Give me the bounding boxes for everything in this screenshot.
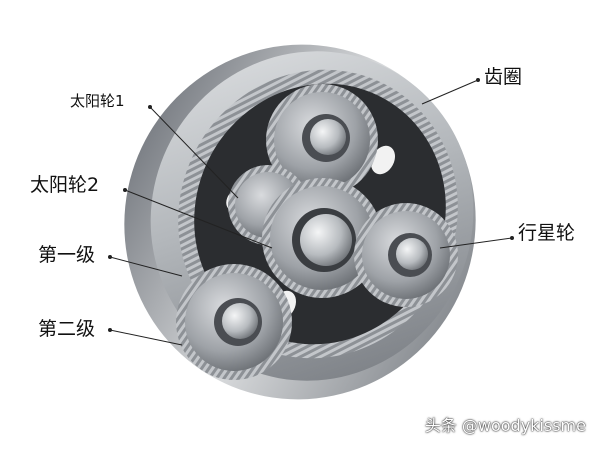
leader-planet-gear (439, 237, 513, 249)
planet-gear-right (354, 203, 458, 307)
leader-first-stage (109, 256, 183, 277)
label-planet-gear: 行星轮 (518, 222, 576, 244)
label-sun-gear-1: 太阳轮1 (70, 92, 125, 110)
label-second-stage: 第二级 (38, 318, 96, 340)
leader-second-stage (109, 329, 183, 346)
planet-gear-bottom (176, 264, 292, 380)
label-first-stage: 第一级 (38, 244, 96, 266)
sun-gear-2 (262, 178, 382, 298)
planet-gear-top (266, 84, 378, 196)
leader-dots (108, 78, 514, 332)
leader-sun-gear-2 (124, 189, 273, 249)
label-ring-gear: 齿圈 (484, 66, 523, 88)
leader-lines (109, 79, 513, 346)
leader-sun-gear-1 (149, 106, 239, 199)
leader-ring-gear (421, 79, 479, 105)
label-sun-gear-2: 太阳轮2 (30, 174, 100, 196)
watermark: 头条 @woodykissme (424, 416, 586, 435)
